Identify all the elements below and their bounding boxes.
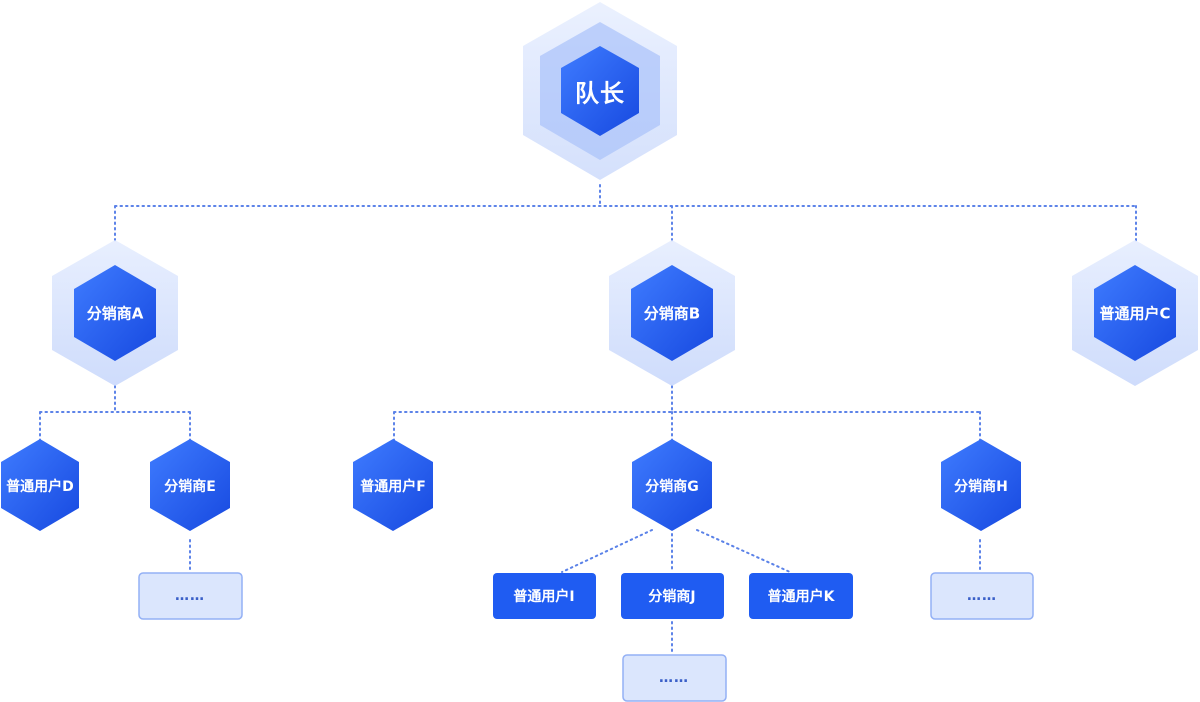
- user-f-hexagon: [353, 439, 433, 531]
- connectors: [39, 184, 1137, 656]
- distributor-j-box: [621, 573, 724, 619]
- node-root: [523, 2, 677, 180]
- user-f-label: 普通用户F: [360, 479, 426, 495]
- user-k-label: 普通用户K: [767, 589, 835, 605]
- more-e-label: ……: [175, 588, 205, 604]
- user-d-label: 普通用户D: [6, 479, 74, 495]
- user-c-label: 普通用户C: [1099, 304, 1171, 323]
- distributor-a-hexagon: [74, 265, 156, 361]
- connector-root-level1: [114, 184, 1137, 243]
- distributor-h-label: 分销商H: [954, 479, 1008, 495]
- connector-a-children: [39, 385, 191, 441]
- node-user-c: [1072, 240, 1198, 386]
- more-h-label: ……: [967, 588, 997, 604]
- root-hexagon: [561, 46, 639, 136]
- distributor-j-label: 分销商J: [648, 589, 696, 605]
- distributor-a-label: 分销商A: [86, 304, 144, 323]
- connector-b-children: [393, 385, 981, 441]
- more-box-j: [622, 654, 727, 702]
- distributor-b-label: 分销商B: [643, 304, 701, 323]
- node-distributor-a: [52, 240, 178, 386]
- node-distributor-b: [609, 240, 735, 386]
- user-i-label: 普通用户I: [513, 589, 575, 605]
- connector-g-children: [561, 529, 791, 573]
- user-d-hexagon: [1, 439, 79, 531]
- distributor-b-hexagon: [631, 265, 713, 361]
- distributor-g-label: 分销商G: [645, 479, 699, 495]
- root-label: 队长: [575, 79, 625, 108]
- distributor-e-label: 分销商E: [164, 479, 216, 495]
- user-i-box: [493, 573, 596, 619]
- more-box-e: [138, 572, 243, 620]
- distributor-e-hexagon: [150, 439, 230, 531]
- user-c-hexagon: [1094, 265, 1176, 361]
- distributor-h-hexagon: [941, 439, 1021, 531]
- distributor-g-hexagon: [632, 439, 712, 531]
- user-k-box: [749, 573, 853, 619]
- more-box-h: [930, 572, 1034, 620]
- more-j-label: ……: [659, 670, 689, 686]
